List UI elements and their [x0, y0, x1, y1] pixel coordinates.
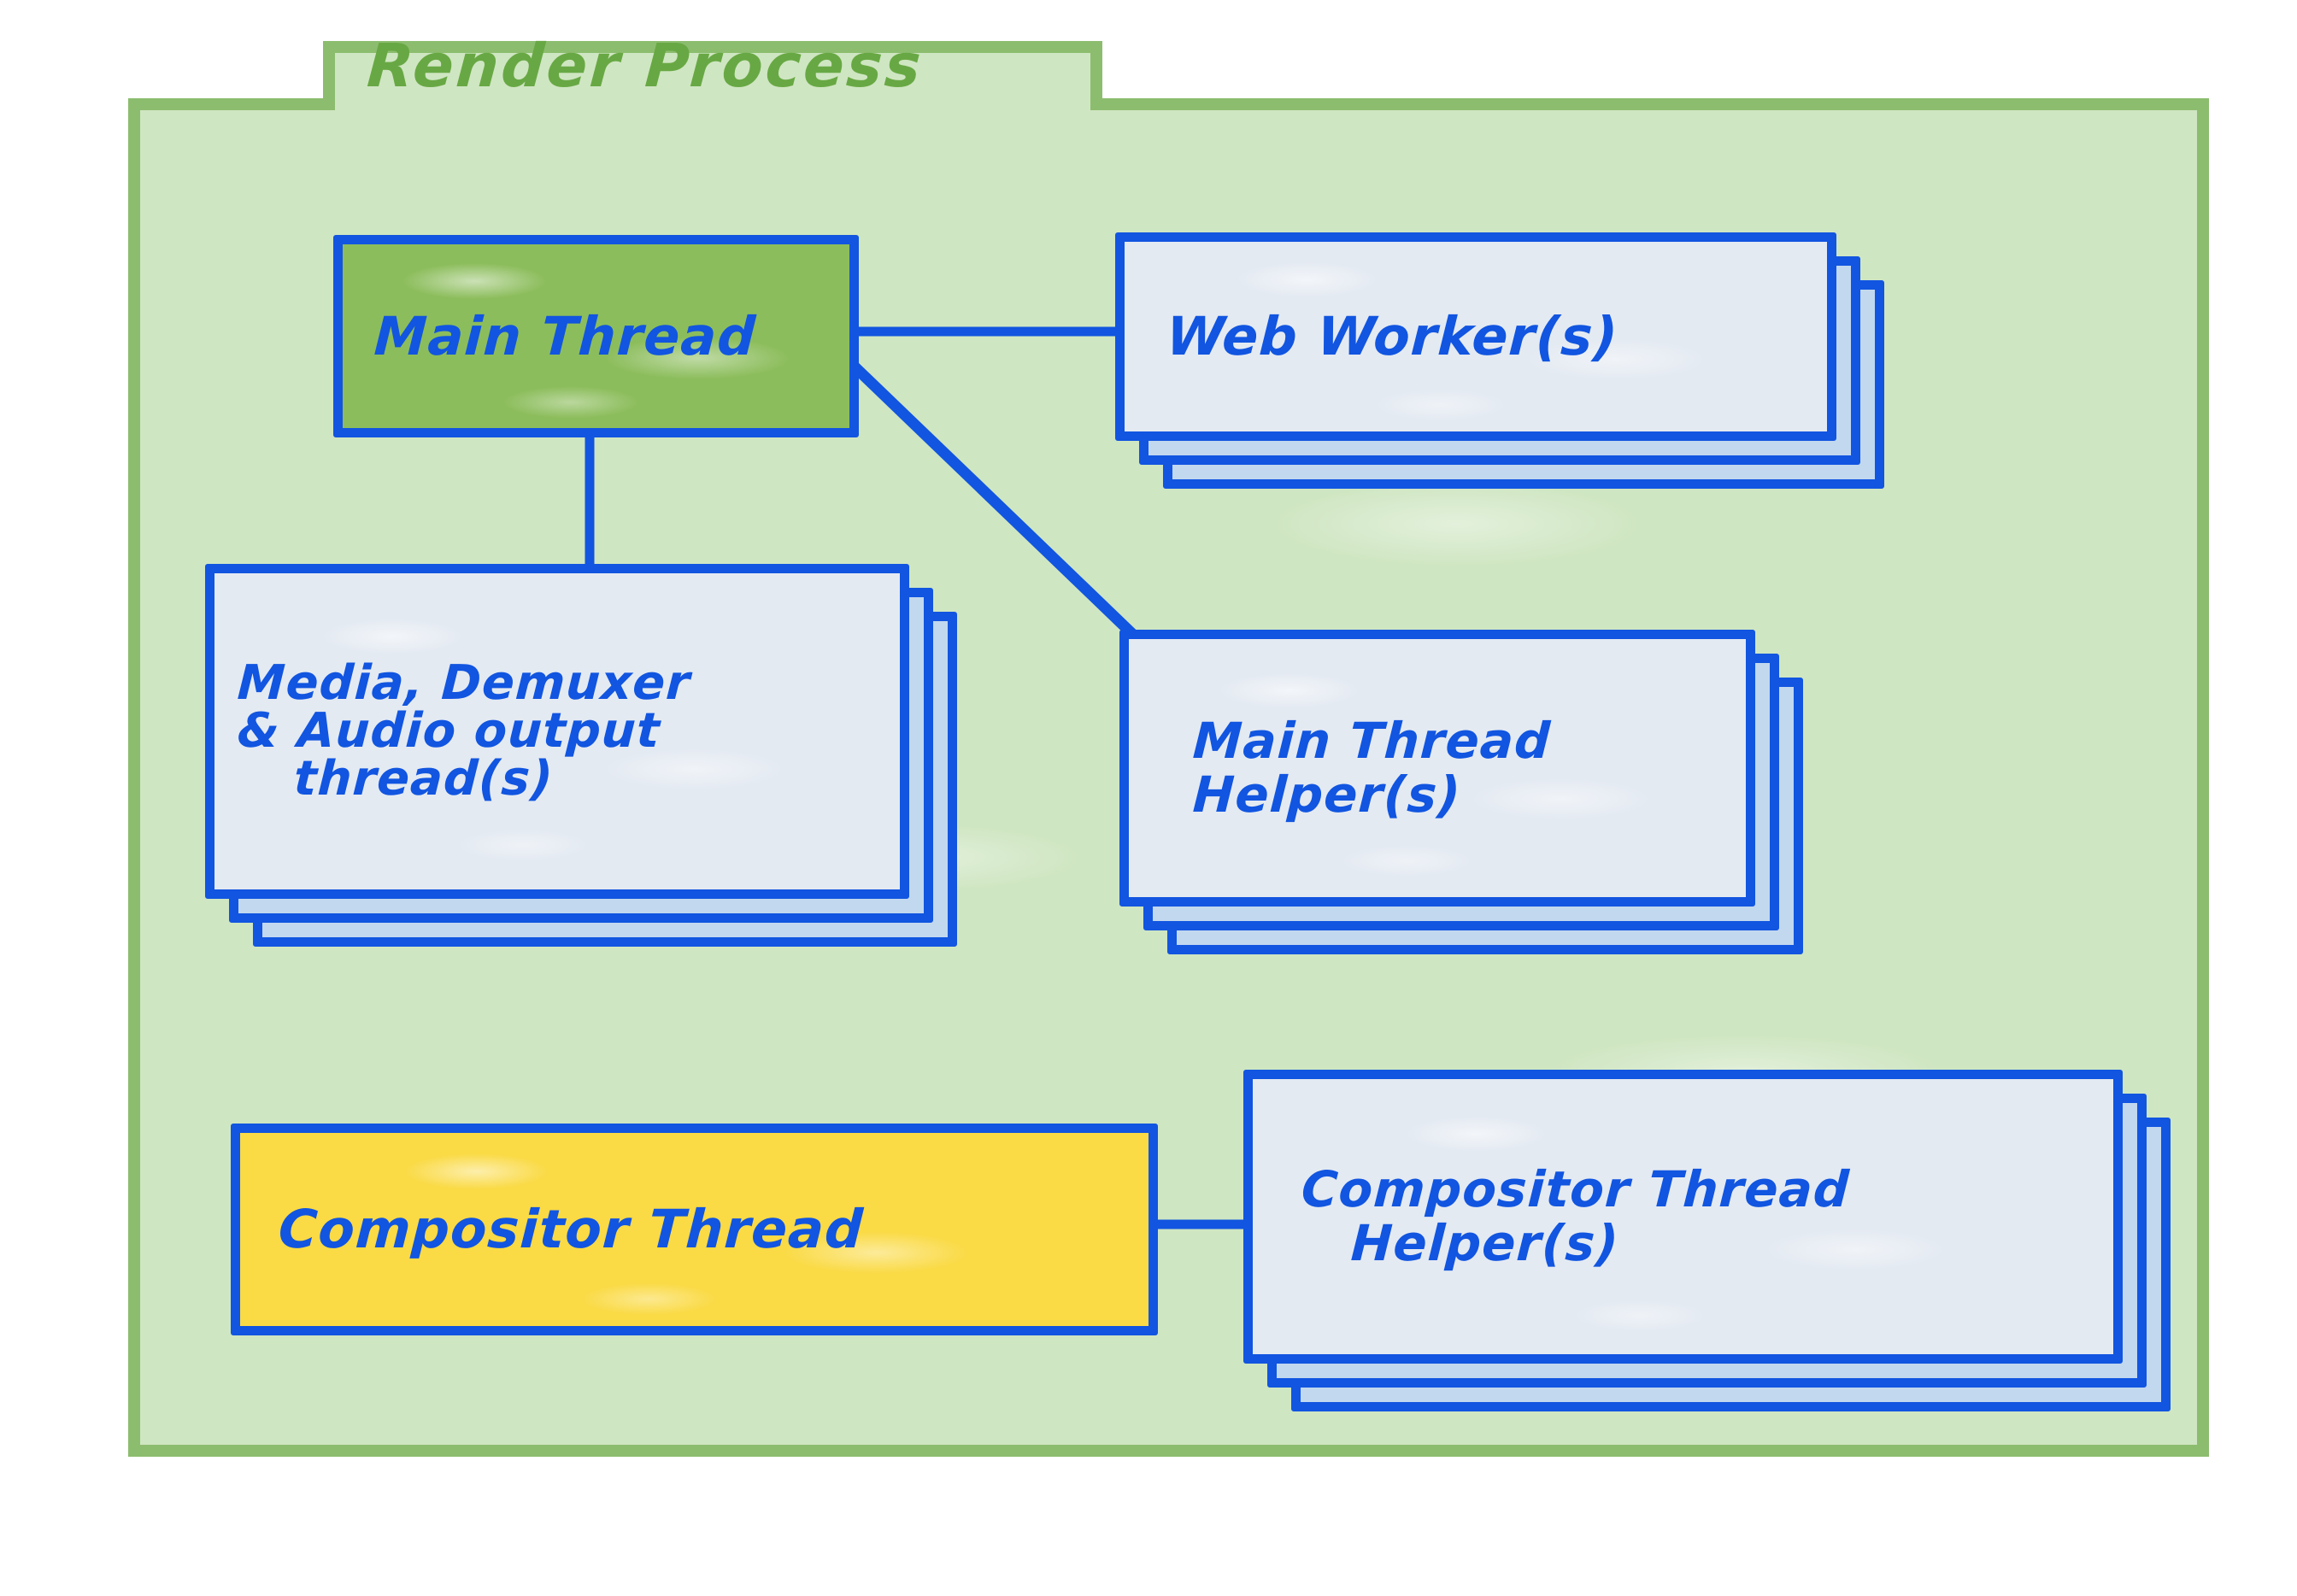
node-web-workers[interactable]: Web Worker(s) — [1115, 232, 1884, 489]
node-main-thread-helpers[interactable]: Main Thread Helper(s) — [1119, 630, 1803, 954]
node-media-demuxer-audio[interactable]: Media, Demuxer & Audio output thread(s) — [205, 564, 957, 947]
main-thread-helpers-card-front — [1119, 630, 1755, 907]
media-card-front — [205, 564, 909, 899]
compositor-helpers-card-front — [1243, 1070, 2123, 1364]
compositor-thread-card — [231, 1124, 1158, 1335]
node-main-thread[interactable]: Main Thread — [333, 235, 859, 437]
main-thread-card — [333, 235, 859, 437]
node-compositor-thread[interactable]: Compositor Thread — [231, 1124, 1158, 1335]
page-title: Render Process — [365, 31, 926, 101]
render-process-tab-seam — [335, 96, 1090, 116]
edge-main-thread-to-main-thread-helpers — [849, 361, 1137, 638]
node-compositor-thread-helpers[interactable]: Compositor Thread Helper(s) — [1243, 1070, 2171, 1411]
web-workers-card-front — [1115, 232, 1836, 441]
